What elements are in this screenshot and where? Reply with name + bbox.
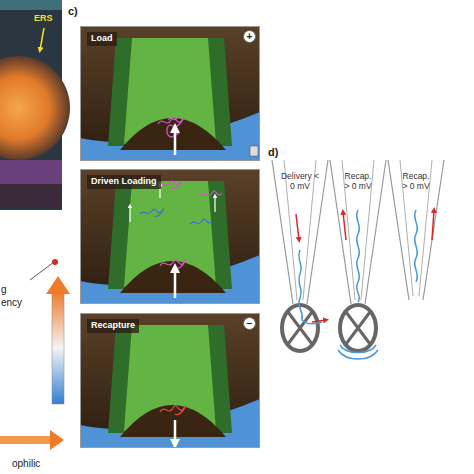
axis-label: g <box>1 284 7 296</box>
scene-panel: Recapture − <box>80 313 260 448</box>
voltage-label: Recap. > 0 mV <box>341 172 375 192</box>
voltage-label: Recap. > 0 mV <box>399 172 433 192</box>
panel-title: Load <box>87 32 117 46</box>
panel-letter: c) <box>68 5 78 18</box>
scene-panel: Driven Loading <box>80 169 260 304</box>
axis-label: ERS <box>34 13 53 23</box>
scene-panel: Load + <box>80 26 260 161</box>
axis-label: ophilic <box>12 458 40 470</box>
polarity-icon: + <box>243 30 256 43</box>
axis-label: ency <box>1 297 22 309</box>
panel-letter: d) <box>268 146 278 159</box>
voltage-label: Delivery < 0 mV <box>280 172 320 192</box>
polarity-icon: − <box>243 317 256 330</box>
panel-title: Driven Loading <box>87 175 161 189</box>
panel-title: Recapture <box>87 319 139 333</box>
